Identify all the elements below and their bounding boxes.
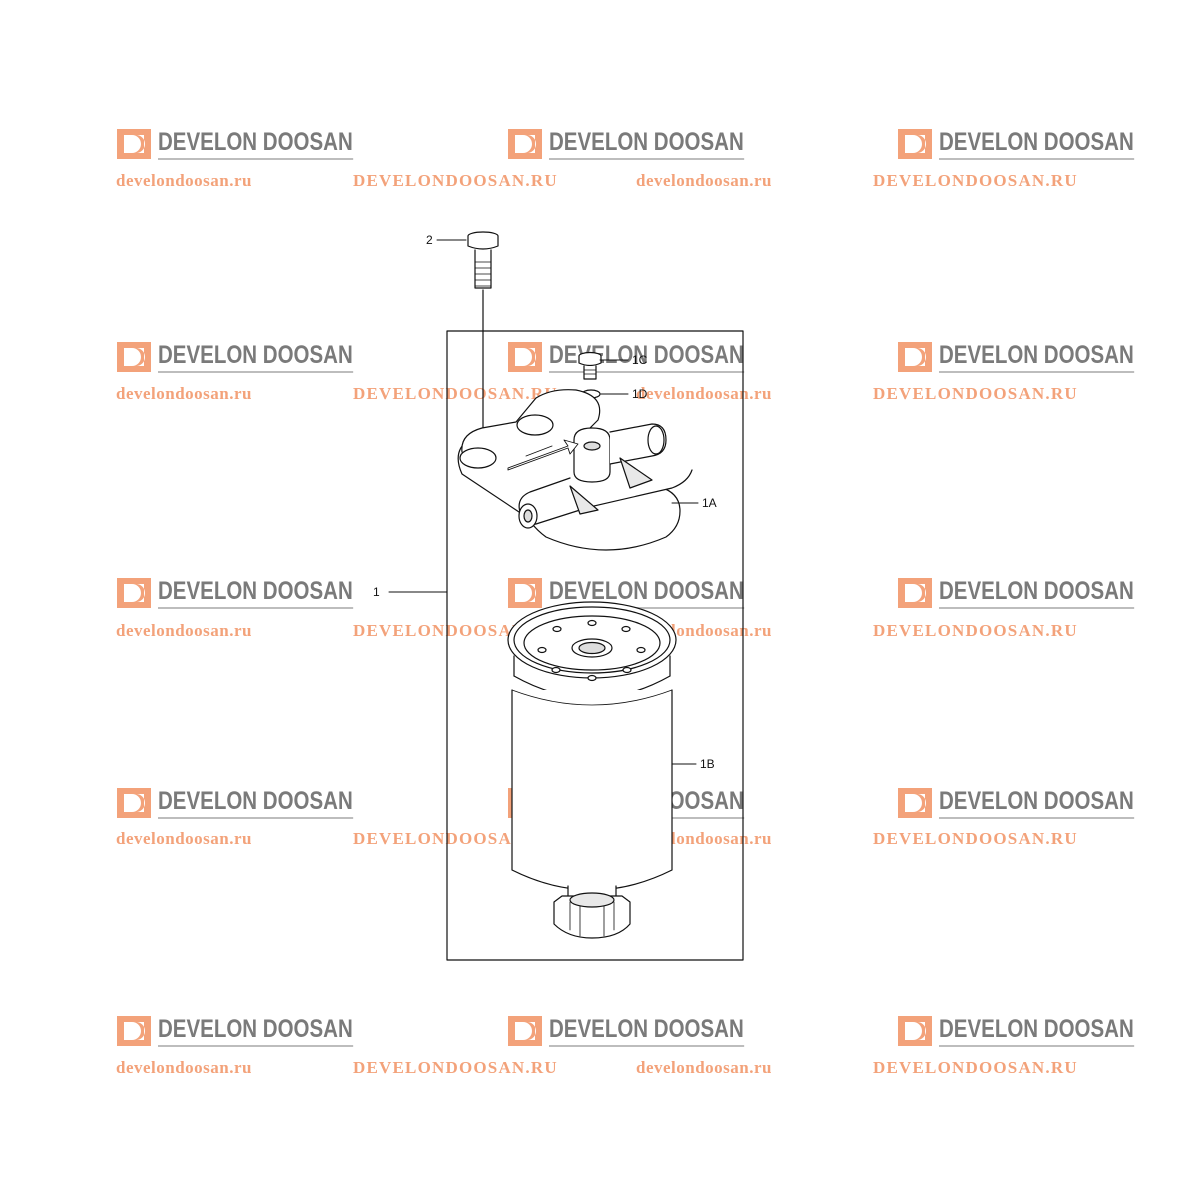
watermark-site: develondoosan.ru — [116, 829, 252, 848]
watermark-logo-r2c1: DEVELON DOOSAN — [116, 340, 396, 374]
watermark-brand: DEVELON DOOSAN — [939, 787, 1134, 819]
watermark-logo-r3c1: DEVELON DOOSAN — [116, 576, 396, 610]
watermark-brand: DEVELON DOOSAN — [158, 341, 353, 373]
callout-bolt: 2 — [426, 233, 433, 247]
watermark-logo-r4c1: DEVELON DOOSAN — [116, 786, 396, 820]
develon-logo-icon — [898, 342, 932, 372]
watermark-site: DEVELONDOOSAN.RU — [353, 1058, 558, 1077]
watermark-site: DEVELONDOOSAN.RU — [873, 829, 1078, 848]
watermark-site: develondoosan.ru — [116, 171, 252, 190]
bolt-part — [467, 231, 499, 449]
develon-logo-icon — [508, 342, 542, 372]
watermark-site: DEVELONDOOSAN.RU — [353, 829, 558, 848]
watermark-brand: DEVELON DOOSAN — [939, 341, 1134, 373]
watermark-logo-r5c1: DEVELON DOOSAN — [116, 1014, 396, 1048]
develon-logo-icon — [898, 578, 932, 608]
watermark-site: develondoosan.ru — [116, 1058, 252, 1077]
watermark-brand: DEVELON DOOSAN — [939, 1015, 1134, 1047]
develon-logo-icon — [508, 578, 542, 608]
filter-head-part — [457, 389, 693, 551]
watermark-brand: DEVELON DOOSAN — [939, 577, 1134, 609]
watermark-site: DEVELONDOOSAN.RU — [353, 384, 558, 403]
watermark-site: DEVELONDOOSAN.RU — [873, 1058, 1078, 1077]
filter-element-part — [507, 601, 677, 939]
assembly-frame — [446, 330, 744, 961]
callout-element: 1B — [700, 757, 715, 771]
watermark-logo-r3c3: DEVELON DOOSAN — [897, 576, 1177, 610]
develon-logo-icon — [898, 129, 932, 159]
watermark-site: develondoosan.ru — [636, 384, 772, 403]
watermark-brand: DEVELON DOOSAN — [158, 128, 353, 160]
develon-logo-icon — [898, 788, 932, 818]
develon-logo-icon — [117, 578, 151, 608]
watermark-logo-r1c1: DEVELON DOOSAN — [116, 127, 396, 161]
watermark-logo-r1c3: DEVELON DOOSAN — [897, 127, 1177, 161]
watermark-logo-r5c3: DEVELON DOOSAN — [897, 1014, 1177, 1048]
watermark-brand: DEVELON DOOSAN — [549, 1015, 744, 1047]
watermark-site: DEVELONDOOSAN.RU — [353, 171, 558, 190]
watermark-site: develondoosan.ru — [116, 384, 252, 403]
plug-part — [578, 351, 602, 380]
callout-head: 1A — [702, 496, 717, 510]
watermark-logo-r1c2: DEVELON DOOSAN — [507, 127, 787, 161]
watermark-logo-r3c2: DEVELON DOOSAN — [507, 576, 787, 610]
watermark-site: DEVELONDOOSAN.RU — [353, 621, 558, 640]
watermark-site: DEVELONDOOSAN.RU — [873, 621, 1078, 640]
callout-oring: 1D — [632, 387, 648, 401]
callout-leaders — [388, 239, 699, 765]
watermark-logo-r2c3: DEVELON DOOSAN — [897, 340, 1177, 374]
develon-logo-icon — [508, 1016, 542, 1046]
watermark-site: develondoosan.ru — [116, 621, 252, 640]
develon-logo-icon — [117, 788, 151, 818]
watermark-site: develondoosan.ru — [636, 171, 772, 190]
develon-logo-icon — [508, 129, 542, 159]
watermark-brand: DEVELON DOOSAN — [158, 577, 353, 609]
watermark-brand: DEVELON DOOSAN — [549, 577, 744, 609]
callout-plug: 1C — [632, 353, 648, 367]
develon-logo-icon — [117, 342, 151, 372]
watermark-logo-r4c3: DEVELON DOOSAN — [897, 786, 1177, 820]
watermark-brand: DEVELON DOOSAN — [549, 128, 744, 160]
watermark-site: DEVELONDOOSAN.RU — [873, 171, 1078, 190]
watermark-brand: DEVELON DOOSAN — [939, 128, 1134, 160]
callout-assembly: 1 — [373, 585, 380, 599]
watermark-logo-r5c2: DEVELON DOOSAN — [507, 1014, 787, 1048]
watermark-brand: DEVELON DOOSAN — [158, 1015, 353, 1047]
develon-logo-icon — [117, 129, 151, 159]
develon-logo-icon — [117, 1016, 151, 1046]
watermark-brand: DEVELON DOOSAN — [158, 787, 353, 819]
develon-logo-icon — [898, 1016, 932, 1046]
watermark-site: develondoosan.ru — [636, 1058, 772, 1077]
watermark-site: DEVELONDOOSAN.RU — [873, 384, 1078, 403]
